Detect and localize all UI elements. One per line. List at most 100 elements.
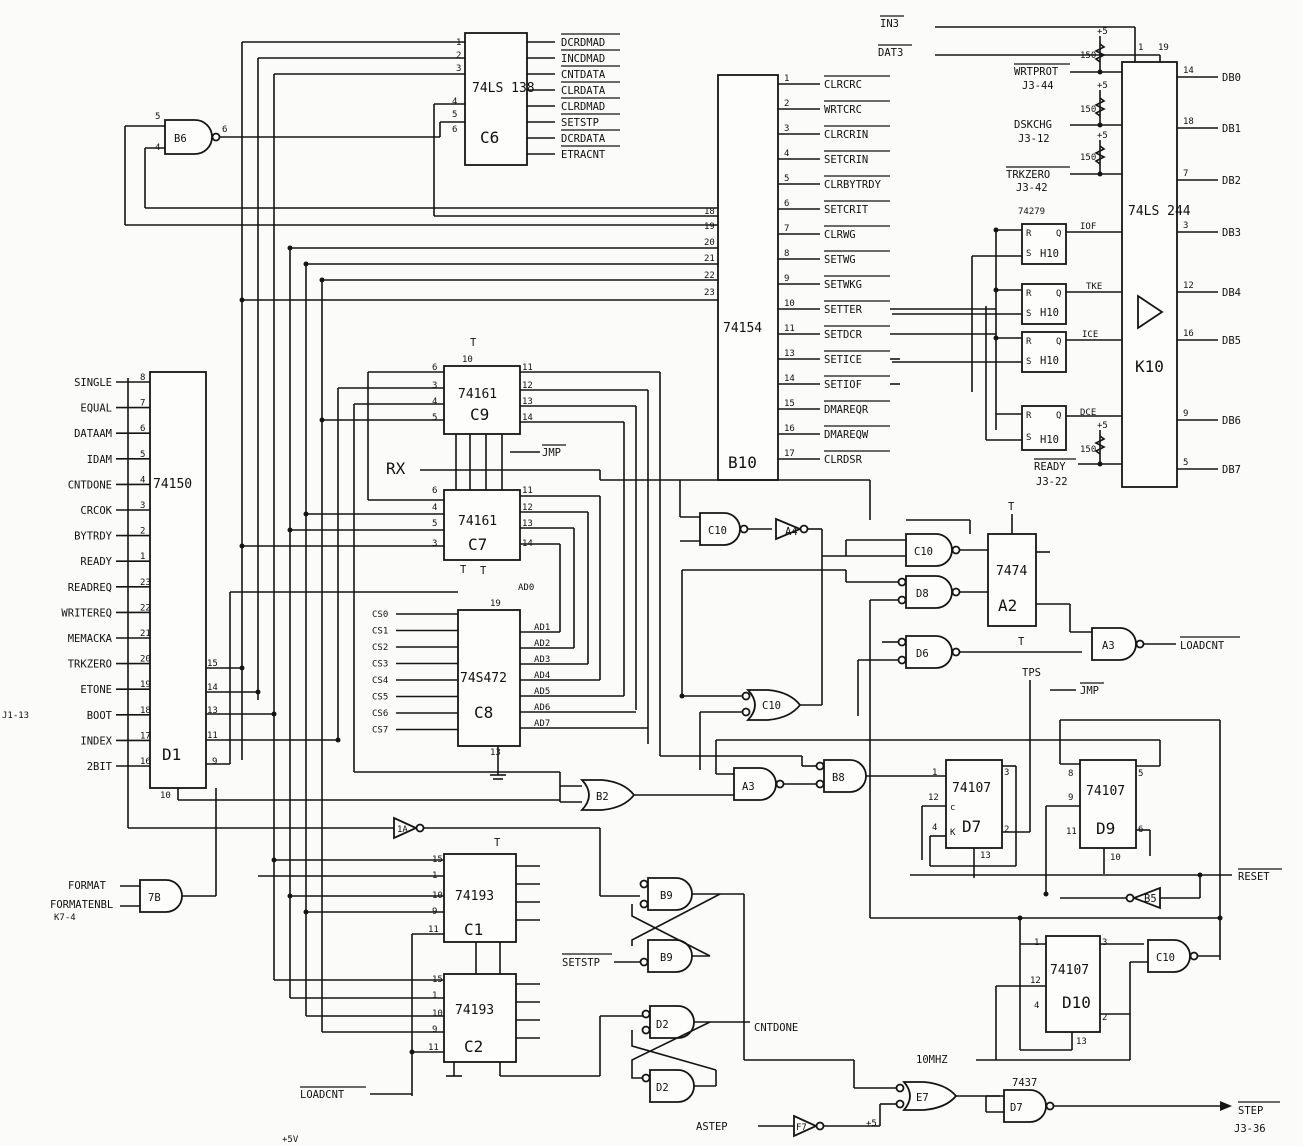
step-label: STEP bbox=[1238, 1105, 1263, 1117]
svg-text:21: 21 bbox=[704, 254, 715, 264]
gate-d6: D6 bbox=[857, 635, 1082, 716]
r150: 150 bbox=[1080, 445, 1096, 455]
gate-e7-ref: E7 bbox=[916, 1092, 929, 1104]
k10-out-label: DB3 bbox=[1222, 227, 1241, 239]
chip-d1-ref: D1 bbox=[162, 745, 181, 764]
b10-out-label: SETICE bbox=[824, 354, 862, 366]
a2-t-label: T bbox=[1008, 501, 1015, 513]
c8-input-label: CS1 bbox=[372, 627, 388, 637]
gate-b2: B2 bbox=[354, 771, 734, 811]
b10-out-pin: 17 bbox=[784, 449, 795, 459]
svg-text:13: 13 bbox=[1076, 1037, 1087, 1047]
jmp2-label: JMP bbox=[1080, 685, 1099, 697]
svg-text:13: 13 bbox=[490, 748, 501, 758]
c9-t-label: T bbox=[470, 337, 477, 349]
gate-a3-a: A3 LOADCNT bbox=[1091, 627, 1240, 661]
plus5-bottom: +5 bbox=[866, 1119, 877, 1129]
d1-input-pin: 20 bbox=[140, 655, 151, 665]
d1-input-label: CNTDONE bbox=[68, 479, 112, 491]
gate-d2-a: D2 CNTDONE bbox=[641, 1005, 798, 1039]
b10-out-label: SETTER bbox=[824, 304, 863, 316]
d1-input-label: BOOT bbox=[87, 710, 113, 722]
h10-type: 74279 bbox=[1018, 207, 1045, 217]
k10-out-pin: 7 bbox=[1183, 169, 1188, 179]
svg-text:9: 9 bbox=[212, 757, 217, 767]
k10-input-section: IN3 DAT3 WRTPROT J3-44 DSKCHG J3-12 TRKZ… bbox=[878, 15, 1161, 488]
svg-text:22: 22 bbox=[704, 271, 715, 281]
b10-out-pin: 9 bbox=[784, 274, 789, 284]
svg-text:1: 1 bbox=[456, 38, 461, 48]
gate-b6: B6 546 bbox=[124, 112, 718, 226]
b10-out-pin: 11 bbox=[784, 324, 795, 334]
gate-c10-d: C10 bbox=[1130, 939, 1220, 973]
b10-out-pin: 8 bbox=[784, 249, 789, 259]
b10-out-label: WRTCRC bbox=[824, 104, 862, 116]
plus5: +5 bbox=[1097, 81, 1108, 91]
svg-text:19: 19 bbox=[1158, 43, 1169, 53]
b10-out-pin: 7 bbox=[784, 224, 789, 234]
gate-d2-b: D2 bbox=[631, 1021, 717, 1103]
c8-output-label: AD5 bbox=[534, 687, 550, 697]
svg-text:S: S bbox=[1026, 249, 1031, 259]
svg-text:3: 3 bbox=[456, 64, 461, 74]
c8-output-label: AD6 bbox=[534, 703, 550, 713]
svg-text:R: R bbox=[1026, 337, 1032, 347]
svg-text:13: 13 bbox=[522, 397, 533, 407]
svg-text:4: 4 bbox=[1034, 1001, 1039, 1011]
svg-text:4: 4 bbox=[432, 503, 437, 513]
svg-text:6: 6 bbox=[432, 486, 437, 496]
gate-a4-ref: A4 bbox=[785, 526, 798, 538]
svg-text:2: 2 bbox=[456, 51, 461, 61]
gate-c10-ref: C10 bbox=[914, 546, 933, 558]
d1-input-label: ETONE bbox=[80, 684, 112, 696]
r150: 150 bbox=[1080, 105, 1096, 115]
jmp-label: JMP bbox=[542, 447, 561, 459]
c9-c7-links: JMP RX AD0 bbox=[367, 371, 871, 756]
svg-text:3: 3 bbox=[1102, 938, 1107, 948]
svg-text:20: 20 bbox=[704, 238, 715, 248]
d1-input-pin: 2 bbox=[140, 527, 145, 537]
svg-text:10: 10 bbox=[462, 355, 473, 365]
svg-text:12: 12 bbox=[522, 381, 533, 391]
gate-1a-ref: 1A bbox=[397, 825, 408, 835]
chip-c8-type: 74S472 bbox=[460, 671, 507, 686]
chip-d1-type: 74150 bbox=[153, 477, 192, 492]
d1-input-pin: 1 bbox=[140, 552, 145, 562]
gate-b9-b: B9 SETSTP bbox=[562, 893, 745, 1020]
svg-text:3: 3 bbox=[432, 539, 437, 549]
gate-f7-ref: F7 bbox=[796, 1123, 807, 1133]
b10-out-label: CLRBYTRDY bbox=[824, 179, 882, 191]
b10-out-label: SETCRIN bbox=[824, 154, 868, 166]
loadcnt-in-label: LOADCNT bbox=[300, 1089, 345, 1101]
chip-c9-ref: C9 bbox=[470, 405, 489, 424]
chip-b10-ref: B10 bbox=[728, 453, 757, 472]
chip-d7-ff: 74107 D7 112 43 213 cK TPS JMP bbox=[921, 667, 1104, 878]
rx-label: RX bbox=[386, 459, 406, 478]
chip-c7-type: 74161 bbox=[458, 514, 497, 529]
tke-label: TKE bbox=[1086, 282, 1102, 292]
iof-label: IOF bbox=[1080, 222, 1096, 232]
chip-a2-type: 7474 bbox=[996, 564, 1027, 579]
gate-c10-ref: C10 bbox=[762, 700, 781, 712]
dat3-label: DAT3 bbox=[878, 47, 903, 59]
svg-text:1: 1 bbox=[932, 768, 937, 778]
gate-c10-ref: C10 bbox=[708, 525, 727, 537]
chip-k10-ref: K10 bbox=[1135, 357, 1164, 376]
d1-input-pin: 21 bbox=[140, 629, 151, 639]
b10-out-label: SETWKG bbox=[824, 279, 862, 291]
c6-out-label: SETSTP bbox=[561, 117, 599, 129]
svg-text:Q: Q bbox=[1056, 229, 1061, 239]
svg-text:12: 12 bbox=[928, 793, 939, 803]
gate-b9-ref: B9 bbox=[660, 890, 673, 902]
c8-input-label: CS3 bbox=[372, 660, 388, 670]
d1-input-label: 2BIT bbox=[87, 761, 113, 773]
k10-out-label: DB5 bbox=[1222, 335, 1241, 347]
gate-b8: B8 bbox=[660, 755, 946, 793]
c8-output-label: AD1 bbox=[534, 623, 550, 633]
gate-c10-c: C10 bbox=[679, 570, 822, 770]
svg-text:10: 10 bbox=[1110, 853, 1121, 863]
setstp-label: SETSTP bbox=[562, 957, 600, 969]
gate-d6-ref: D6 bbox=[916, 648, 929, 660]
gate-d8: D8 bbox=[682, 569, 988, 918]
